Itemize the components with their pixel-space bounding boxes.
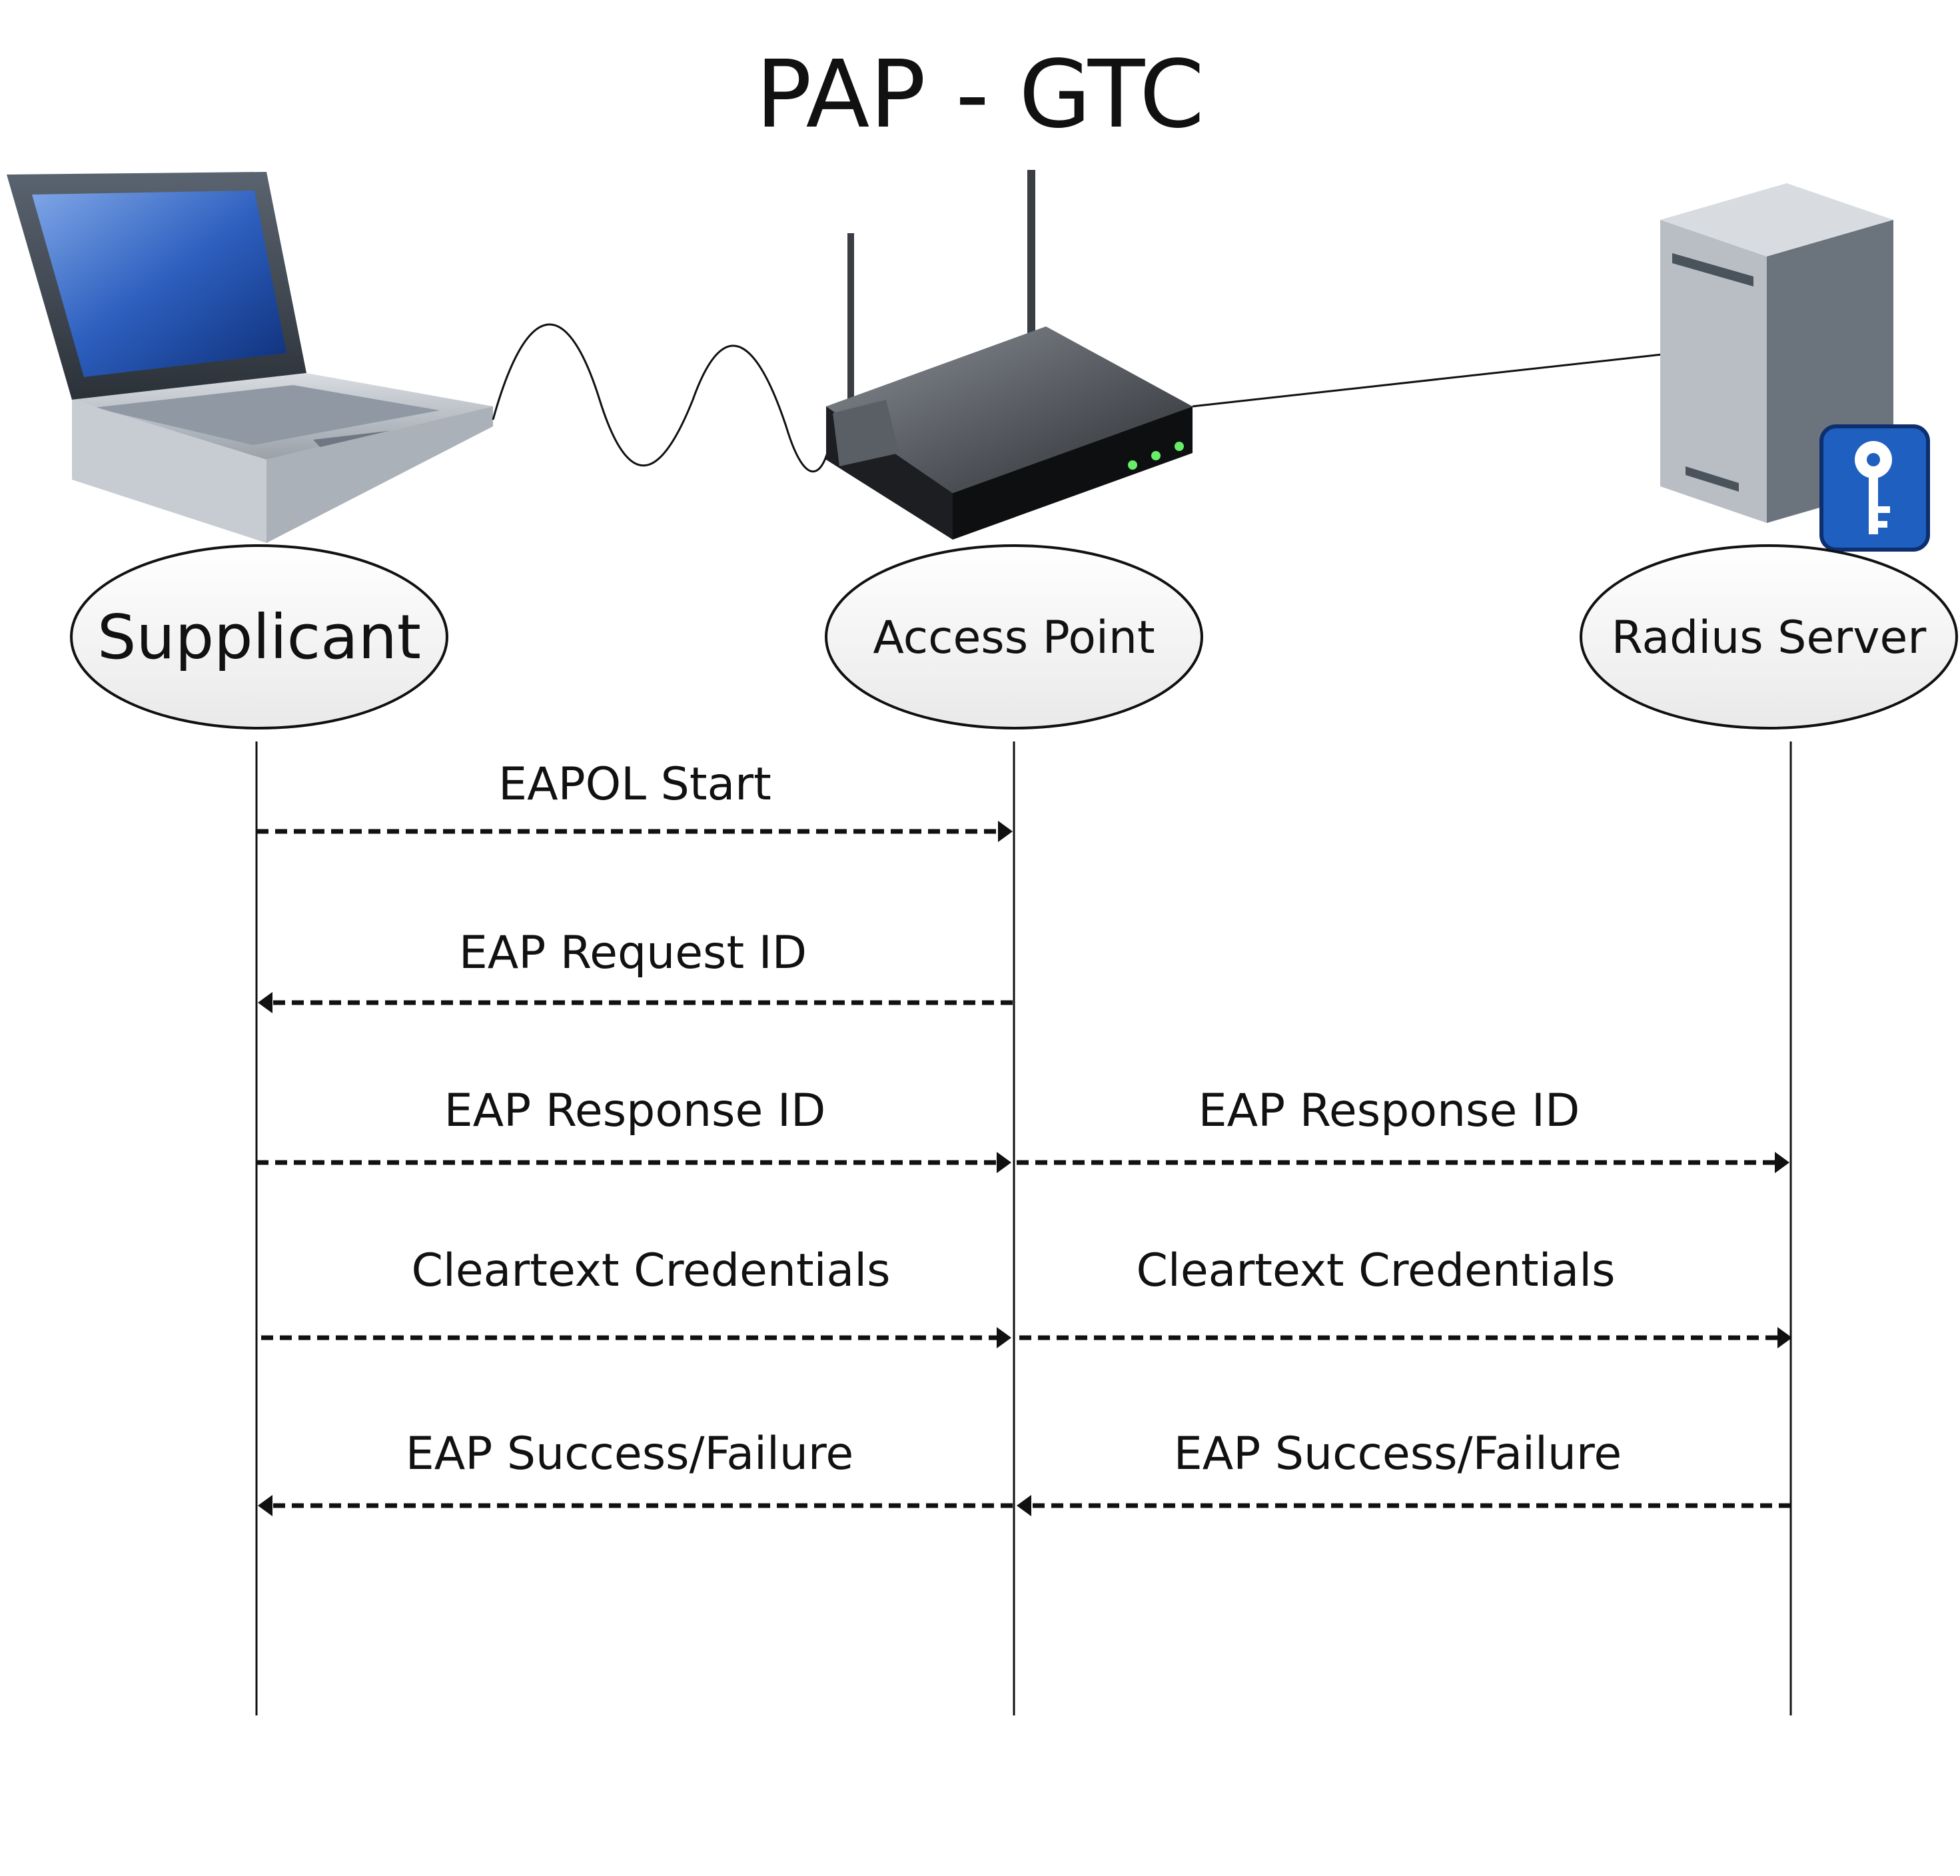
message-label: EAP Success/Failure	[1174, 1428, 1622, 1480]
participant-supplicant: Supplicant	[70, 544, 448, 729]
arrowhead	[997, 1327, 1011, 1348]
participant-label: Access Point	[873, 612, 1155, 664]
message-eap-request-id: EAP Request ID	[258, 927, 1013, 1013]
wired-link	[1192, 353, 1663, 408]
message-eap-success-failure-1: EAP Success/Failure	[258, 1428, 1013, 1516]
laptop-icon	[7, 172, 493, 543]
message-label: EAP Response ID	[1199, 1085, 1580, 1137]
wireless-router-icon	[826, 170, 1193, 540]
participant-label: Supplicant	[97, 602, 421, 673]
server-key-icon	[1660, 183, 1930, 552]
participant-access-point: Access Point	[825, 544, 1203, 729]
arrowhead	[1775, 1152, 1789, 1173]
message-label: EAPOL Start	[498, 758, 771, 811]
arrowhead	[258, 1495, 272, 1516]
message-eapol-start: EAPOL Start	[256, 758, 1013, 842]
message-label: EAP Success/Failure	[406, 1428, 853, 1480]
wireless-link	[492, 323, 834, 473]
arrowhead	[1777, 1327, 1792, 1348]
participant-label: Radius Server	[1612, 612, 1927, 664]
message-eap-response-id-1: EAP Response ID	[256, 1085, 1011, 1173]
message-label: EAP Response ID	[444, 1085, 826, 1137]
arrowhead	[997, 1152, 1011, 1173]
message-cleartext-credentials-2: Cleartext Credentials	[1019, 1244, 1792, 1348]
arrowhead	[998, 821, 1013, 842]
participant-radius-server: Radius Server	[1580, 544, 1958, 729]
message-label: EAP Request ID	[459, 927, 807, 979]
message-label: Cleartext Credentials	[411, 1244, 890, 1297]
arrowhead	[1017, 1495, 1031, 1516]
message-eap-response-id-2: EAP Response ID	[1017, 1085, 1789, 1173]
diagram-title: PAP - GTC	[755, 41, 1205, 149]
message-cleartext-credentials-1: Cleartext Credentials	[261, 1244, 1011, 1348]
message-label: Cleartext Credentials	[1136, 1244, 1615, 1297]
arrowhead	[258, 992, 272, 1013]
message-eap-success-failure-2: EAP Success/Failure	[1017, 1428, 1791, 1516]
